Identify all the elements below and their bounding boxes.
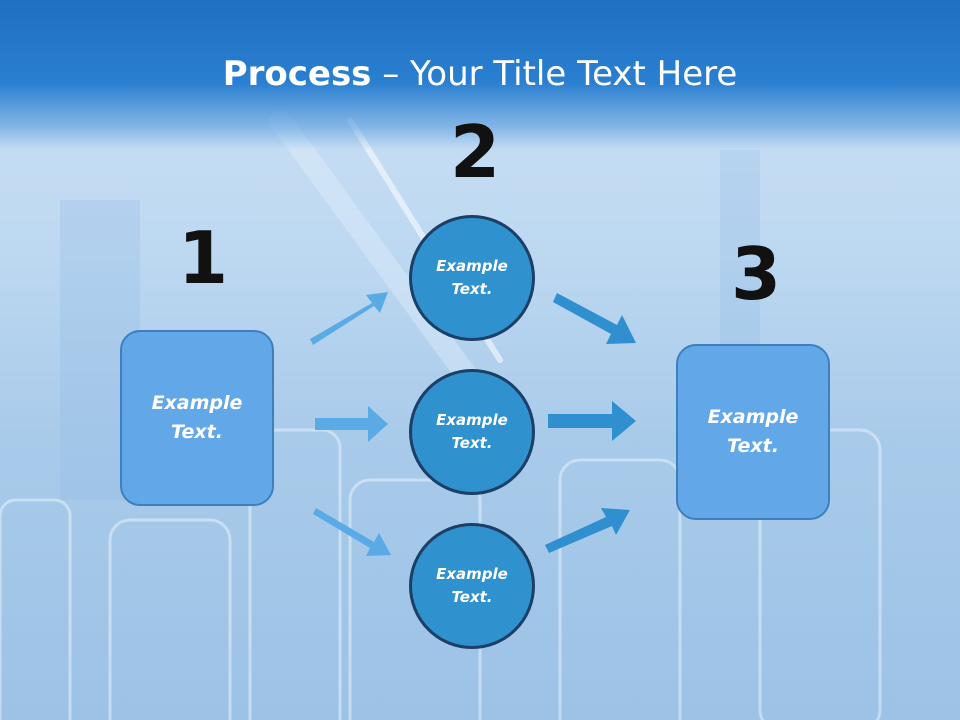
header-band (0, 0, 960, 150)
arrow-right-right (548, 401, 636, 441)
arrow-down-right-right (553, 293, 636, 344)
circle-top: Example Text. (409, 215, 535, 341)
step-number-1: 1 (178, 216, 229, 300)
right-box-line1: Example (707, 406, 799, 428)
title-rest: – Your Title Text Here (371, 54, 738, 94)
left-box-line2: Text. (171, 421, 223, 443)
left-arrows (310, 292, 391, 556)
circle-top-line1: Example (436, 257, 508, 275)
left-box: Example Text. (120, 330, 274, 506)
arrow-right-left (315, 406, 388, 442)
step-number-3: 3 (731, 232, 782, 316)
left-box-line1: Example (151, 392, 243, 414)
circle-bottom-line1: Example (436, 565, 508, 583)
arrow-down-right-left (313, 508, 391, 556)
step-number-2: 2 (450, 110, 501, 194)
circle-bottom: Example Text. (409, 523, 535, 649)
circle-middle-line1: Example (436, 411, 508, 429)
right-box-line2: Text. (727, 435, 779, 457)
arrow-up-right-right (545, 508, 630, 553)
right-arrows (545, 293, 636, 553)
slide-title: Process – Your Title Text Here (0, 52, 960, 96)
title-bold: Process (222, 54, 372, 94)
circle-middle: Example Text. (409, 369, 535, 495)
circle-bottom-line2: Text. (451, 588, 493, 606)
right-box: Example Text. (676, 344, 830, 520)
circle-top-line2: Text. (451, 280, 493, 298)
circle-middle-line2: Text. (451, 434, 493, 452)
arrow-up-right-left (310, 292, 388, 345)
